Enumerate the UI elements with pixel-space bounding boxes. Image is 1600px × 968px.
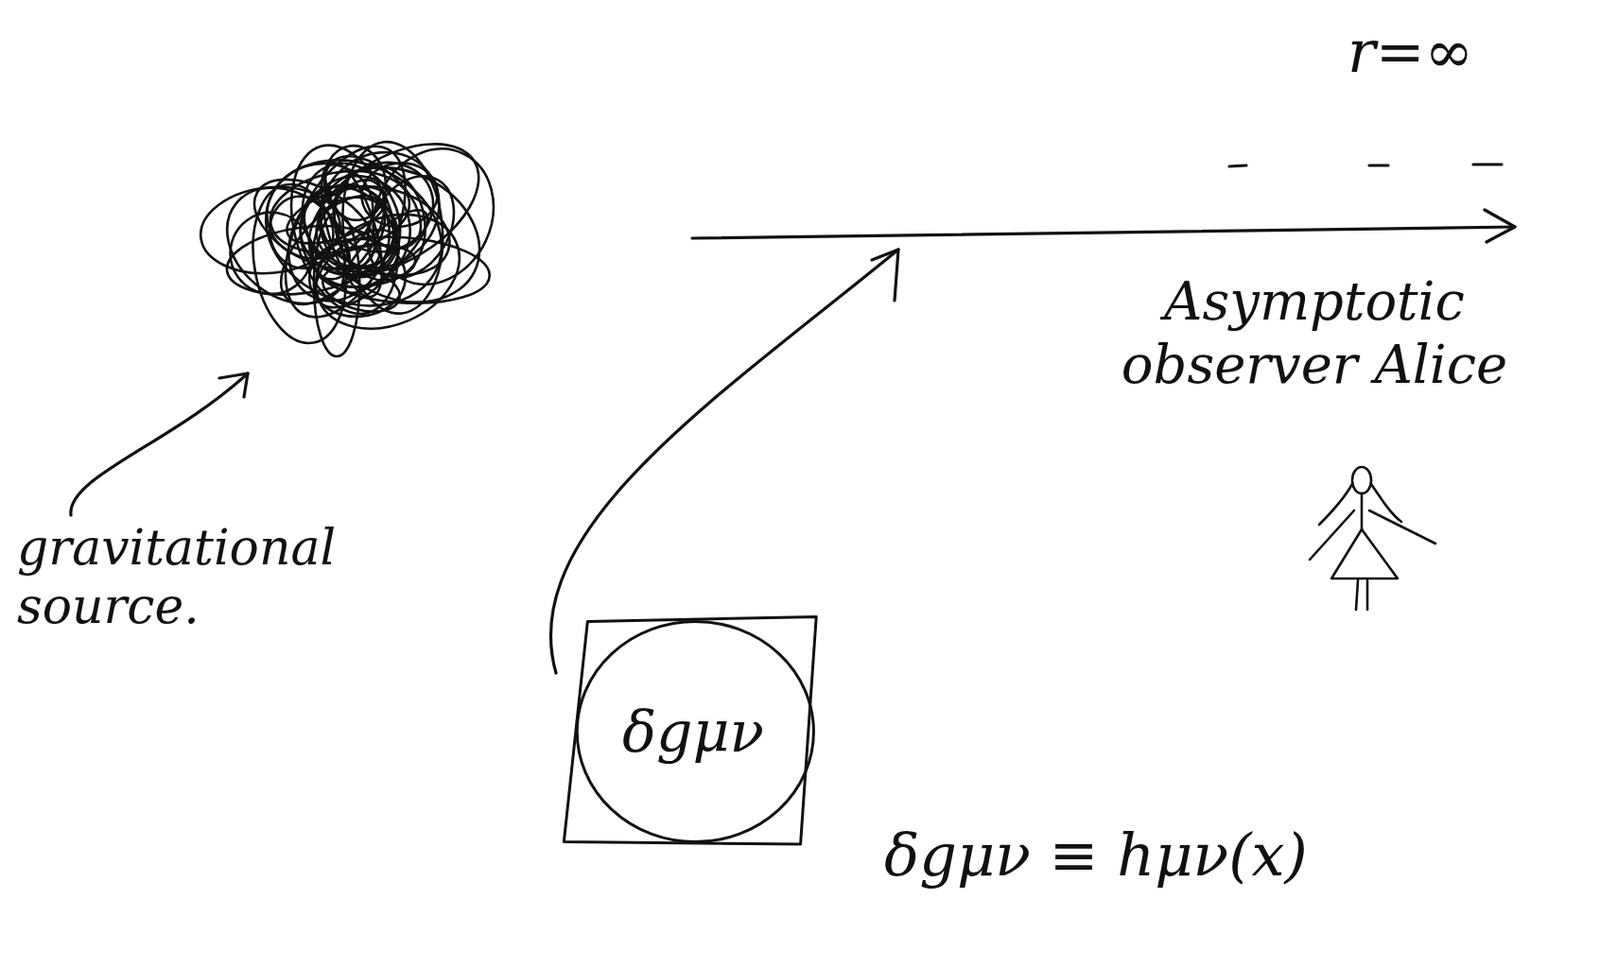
arrow-head	[871, 249, 899, 301]
circle-outline	[576, 621, 814, 842]
perturbation-box: δgμν	[556, 614, 819, 850]
square-outline	[563, 616, 817, 845]
scribble-loop	[314, 240, 418, 293]
source-label: gravitational source.	[17, 518, 396, 637]
perturbation-definition: δgμν ≡ hμν(x)	[884, 820, 1471, 891]
alice-figure	[1309, 467, 1436, 610]
leader-arrow	[70, 373, 248, 516]
scribble-loop	[241, 176, 358, 351]
scribble-loop	[297, 168, 400, 291]
curved-arrow	[550, 249, 899, 674]
infinity-dash	[1369, 163, 1389, 167]
scribble-loop	[286, 117, 502, 303]
arrow-head	[1484, 209, 1515, 243]
infinity-label: r=∞	[1347, 17, 1566, 87]
gravitational-source-scribble	[196, 117, 516, 357]
arrow-head	[219, 373, 248, 398]
scribble-loop	[260, 127, 431, 337]
infinity-dash	[1473, 162, 1502, 166]
scribble-loop	[331, 198, 439, 304]
scribble-loop	[278, 174, 393, 256]
propagation-line	[692, 226, 1515, 239]
observer-label: Asymptotic observer Alice	[1044, 269, 1584, 397]
node-text: δgμν	[622, 697, 765, 766]
infinity-dash	[1229, 165, 1247, 167]
